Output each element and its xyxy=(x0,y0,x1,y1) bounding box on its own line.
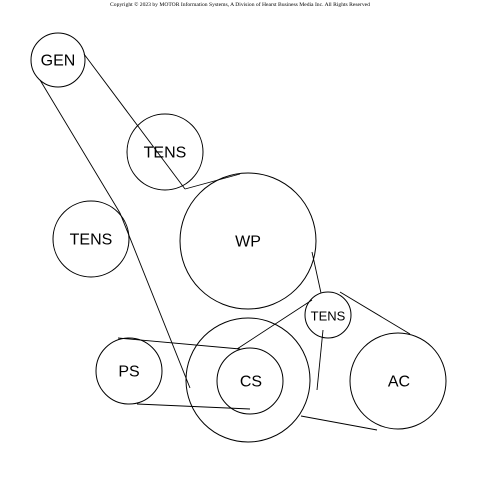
crankshaft-label: CS xyxy=(240,374,262,391)
small-tensioner-label: TENS xyxy=(311,309,346,324)
water-pump-label: WP xyxy=(235,234,261,251)
generator-label: GEN xyxy=(41,53,76,70)
generator-pulley: GEN xyxy=(30,32,86,88)
serpentine-belt xyxy=(39,53,411,431)
ac-compressor-pulley: AC xyxy=(349,332,447,430)
copyright-notice: Copyright © 2023 by MOTOR Information Sy… xyxy=(110,1,370,8)
left-tensioner-pulley: TENS xyxy=(52,200,130,278)
upper-tensioner-pulley: TENS xyxy=(126,113,204,191)
small-tensioner-pulley: TENS xyxy=(304,291,352,339)
crankshaft-pulley: CS xyxy=(185,317,311,443)
upper-tensioner-label: TENS xyxy=(144,145,187,162)
ac-compressor-label: AC xyxy=(388,374,410,391)
left-tensioner-label: TENS xyxy=(70,232,113,249)
power-steering-pulley: PS xyxy=(95,337,163,405)
water-pump-pulley: WP xyxy=(179,172,317,310)
power-steering-label: PS xyxy=(118,364,139,381)
tensioner-arm xyxy=(236,299,313,350)
